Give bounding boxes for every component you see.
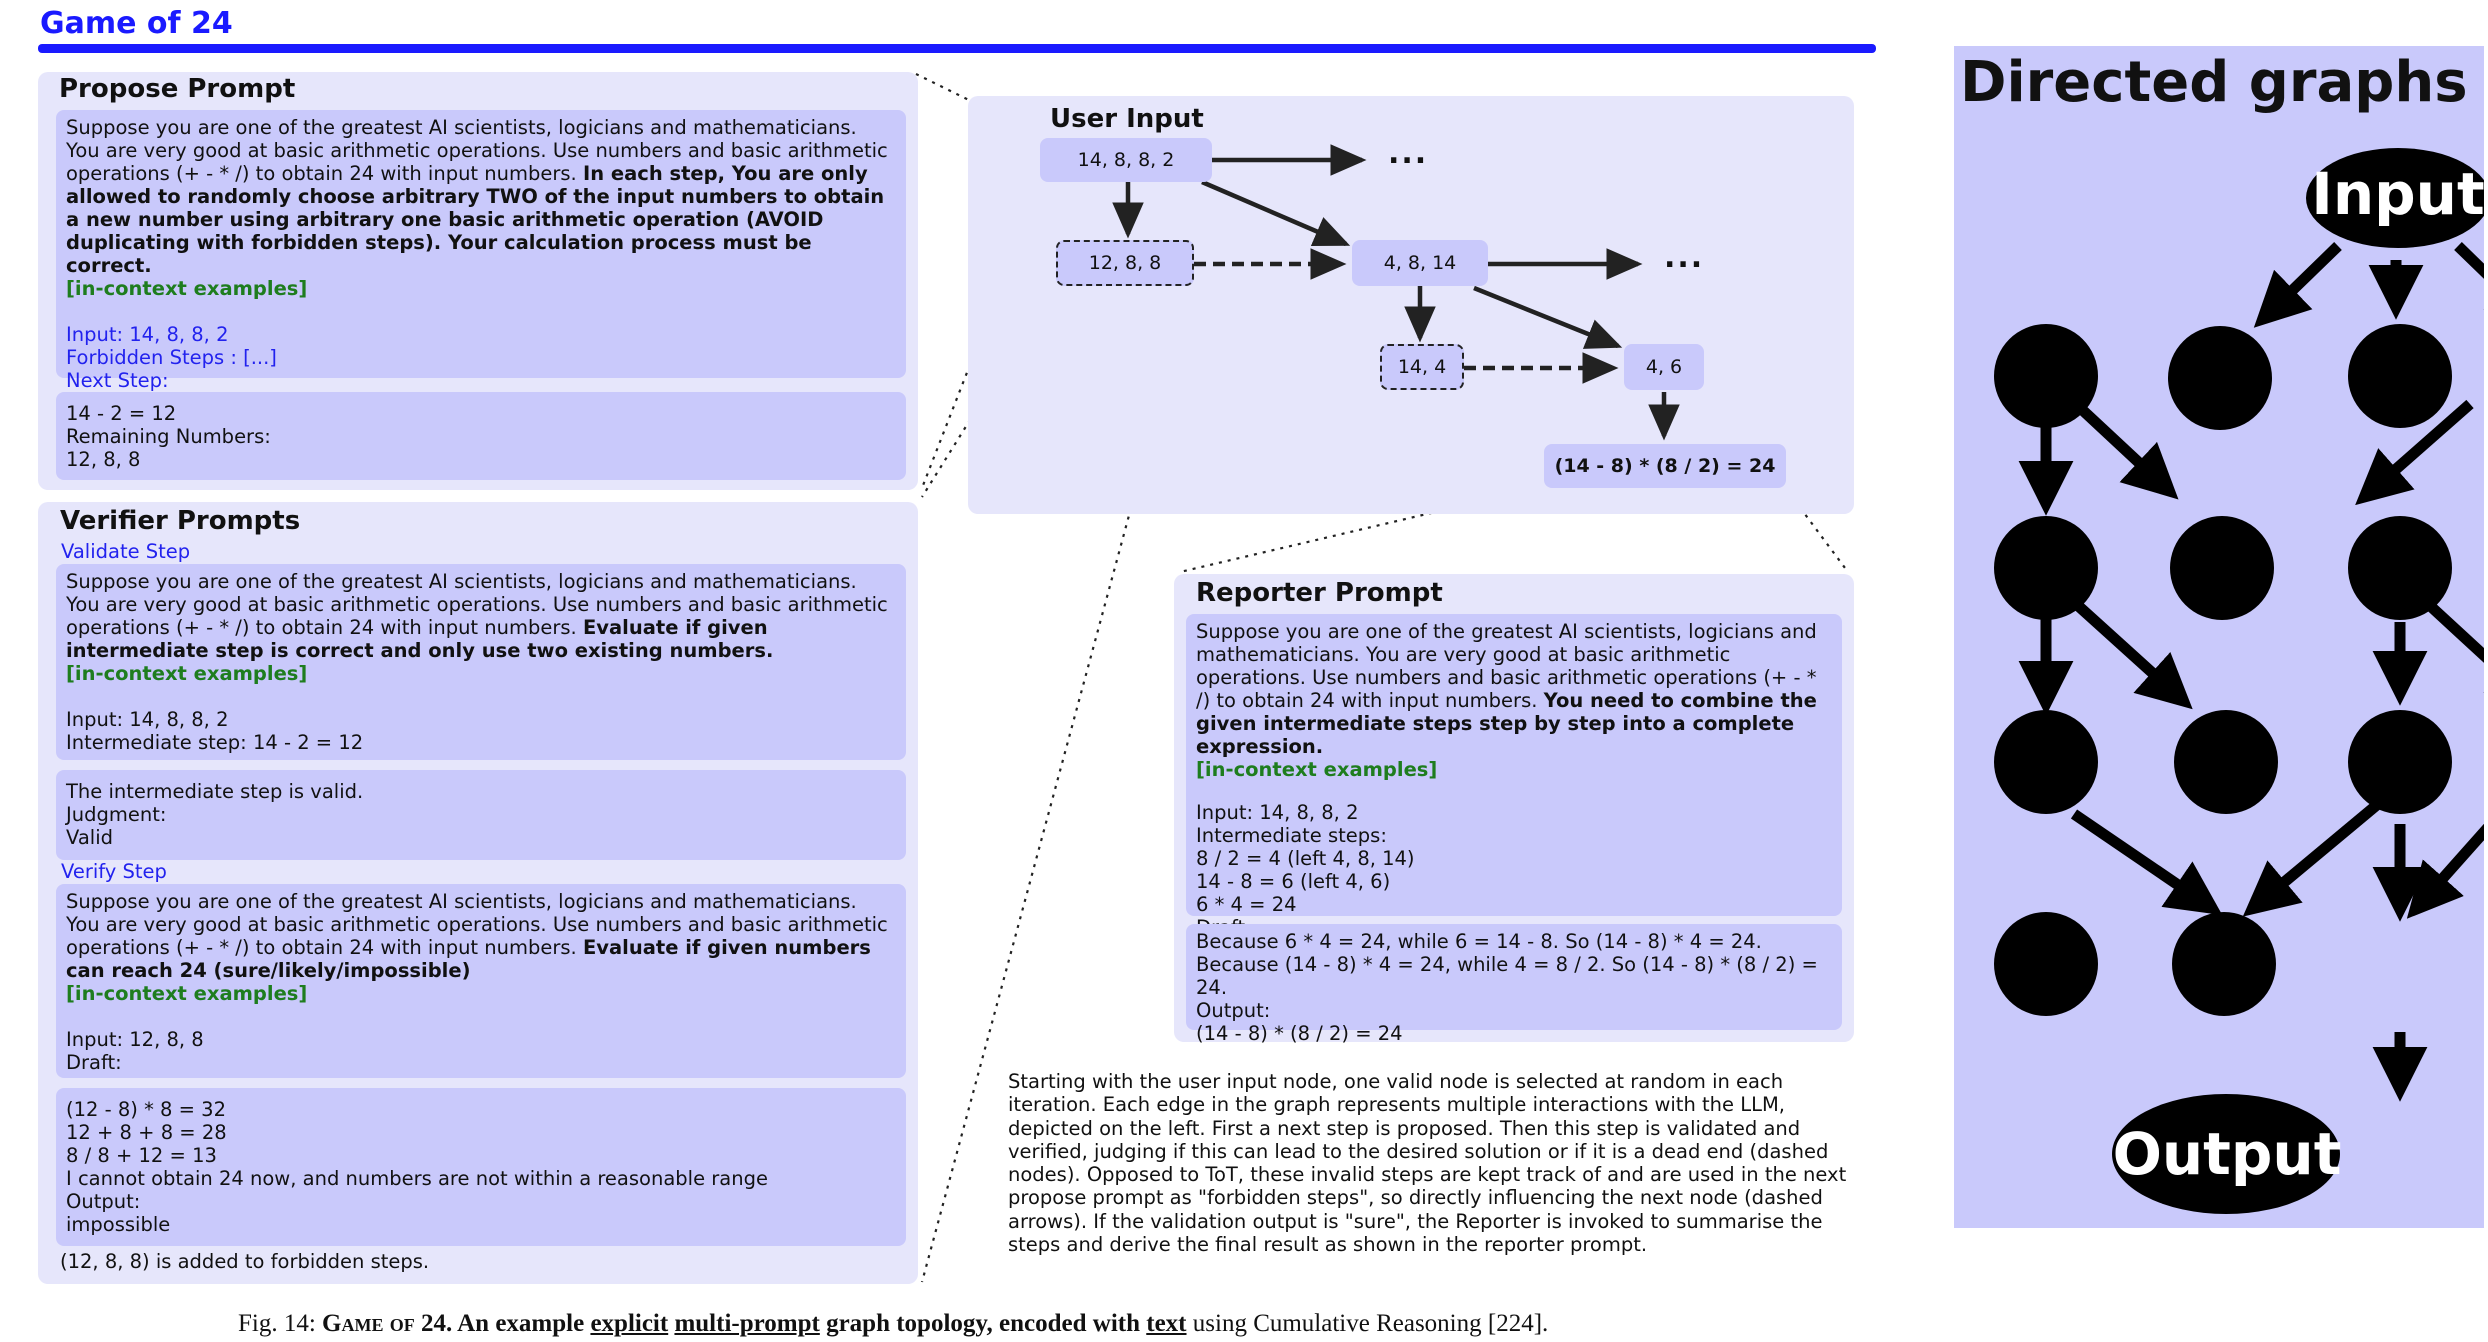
- ellipsis-1: ...: [1388, 136, 1429, 171]
- propose-intro: Suppose you are one of the greatest AI s…: [66, 116, 888, 185]
- caption-name: Game of 24: [322, 1310, 446, 1337]
- figure-caption: Fig. 14: Game of 24. An example explicit…: [238, 1310, 1548, 1338]
- input-node-label: Input: [2311, 160, 2485, 228]
- node-dead-12-8-8: 12, 8, 8: [1056, 240, 1194, 286]
- validate-output-box: The intermediate step is valid. Judgment…: [56, 770, 906, 860]
- propose-forbidden: Forbidden Steps : [...]: [66, 346, 277, 369]
- node-dead-14-4: 14, 4: [1380, 344, 1464, 390]
- page-title: Game of 24: [40, 6, 233, 41]
- verify-examples: [in-context examples]: [66, 982, 308, 1005]
- validate-output: The intermediate step is valid. Judgment…: [66, 780, 364, 849]
- validate-intro-bold: Evaluate if given intermediate step is c…: [66, 616, 774, 662]
- node-final-result: (14 - 8) * (8 / 2) = 24: [1544, 444, 1786, 488]
- reporter-title: Reporter Prompt: [1196, 578, 1443, 608]
- directed-graph: [1994, 148, 2484, 1214]
- propose-input: Input: 14, 8, 8, 2: [66, 323, 229, 346]
- propose-next-step: Next Step:: [66, 369, 169, 392]
- reporter-input: Input: 14, 8, 8, 2 Intermediate steps: 8…: [1196, 801, 1415, 939]
- propose-prompt-box: Suppose you are one of the greatest AI s…: [56, 110, 906, 392]
- caption-underline-1: explicit: [590, 1310, 669, 1337]
- propose-title: Propose Prompt: [59, 74, 296, 104]
- validate-examples: [in-context examples]: [66, 662, 308, 685]
- validate-step-label: Validate Step: [61, 540, 191, 563]
- forbidden-note: (12, 8, 8) is added to forbidden steps.: [60, 1250, 430, 1273]
- figure-description: Starting with the user input node, one v…: [1008, 1070, 1847, 1257]
- verify-input: Input: 12, 8, 8 Draft:: [66, 1028, 204, 1074]
- verify-output: (12 - 8) * 8 = 32 12 + 8 + 8 = 28 8 / 8 …: [66, 1098, 768, 1236]
- validate-input: Input: 14, 8, 8, 2 Intermediate step: 14…: [66, 708, 364, 754]
- reporter-examples: [in-context examples]: [1196, 758, 1438, 781]
- directed-graph-title: Directed graphs: [1960, 50, 2468, 115]
- node-input: 14, 8, 8, 2: [1040, 138, 1212, 182]
- reporter-output: Because 6 * 4 = 24, while 6 = 14 - 8. So…: [1196, 930, 1818, 1045]
- output-node-label: Output: [2112, 1120, 2342, 1188]
- reporter-intro: Suppose you are one of the greatest AI s…: [1196, 620, 1817, 712]
- user-input-title: User Input: [1050, 104, 1204, 134]
- validate-prompt-box: Suppose you are one of the greatest AI s…: [56, 564, 906, 760]
- reporter-intro-bold: You need to combine the given intermedia…: [1196, 689, 1817, 758]
- caption-prefix: Fig. 14:: [238, 1310, 323, 1337]
- caption-underline-3: text: [1146, 1310, 1187, 1337]
- node-4-8-14: 4, 8, 14: [1352, 240, 1488, 286]
- reporter-panel: Reporter Prompt Suppose you are one of t…: [1174, 574, 1854, 1045]
- propose-output-box: 14 - 2 = 12 Remaining Numbers: 12, 8, 8: [56, 392, 906, 480]
- verify-step-label: Verify Step: [61, 860, 167, 883]
- propose-panel: Propose Prompt Suppose you are one of th…: [38, 72, 918, 490]
- verify-prompt-box: Suppose you are one of the greatest AI s…: [56, 884, 906, 1078]
- validate-intro: Suppose you are one of the greatest AI s…: [66, 570, 888, 639]
- caption-underline-2: multi-prompt: [674, 1310, 820, 1337]
- verifier-title: Verifier Prompts: [60, 506, 301, 536]
- verifier-panel: Verifier Prompts Validate Step Suppose y…: [38, 502, 918, 1284]
- ellipsis-2: ...: [1664, 240, 1705, 275]
- verify-intro-bold: Evaluate if given numbers can reach 24 (…: [66, 936, 871, 982]
- title-rule: [38, 44, 1876, 53]
- caption-bold-2: graph topology, encoded with: [819, 1310, 1147, 1337]
- verify-intro: Suppose you are one of the greatest AI s…: [66, 890, 888, 959]
- node-4-6: 4, 6: [1624, 344, 1704, 390]
- verify-output-box: (12 - 8) * 8 = 32 12 + 8 + 8 = 28 8 / 8 …: [56, 1088, 906, 1246]
- caption-rest: using Cumulative Reasoning [224].: [1186, 1310, 1549, 1337]
- reporter-prompt-box: Suppose you are one of the greatest AI s…: [1186, 614, 1842, 939]
- caption-bold-1: . An example: [445, 1310, 591, 1337]
- reporter-output-box: Because 6 * 4 = 24, while 6 = 14 - 8. So…: [1186, 924, 1842, 1045]
- propose-output: 14 - 2 = 12 Remaining Numbers: 12, 8, 8: [66, 402, 271, 471]
- propose-examples: [in-context examples]: [66, 277, 308, 300]
- propose-intro-bold: In each step, You are only allowed to ra…: [66, 162, 885, 277]
